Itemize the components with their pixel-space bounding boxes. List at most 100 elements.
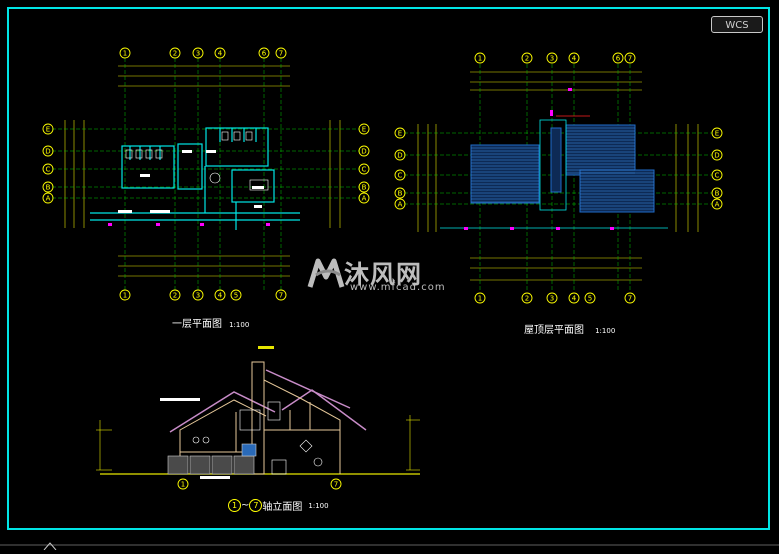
plan1-axis-right-bubble xyxy=(358,145,370,157)
plan2-grid-lines xyxy=(404,64,712,290)
plan2-axis-left-bubble xyxy=(394,169,406,181)
plan1-axis-bottom-label: 3 xyxy=(196,292,200,300)
plan2-axis-top-label: 4 xyxy=(572,55,577,63)
plan1-axis-left-label: C xyxy=(46,166,51,174)
plan2-axis-top-bubble xyxy=(568,52,580,64)
plan2-axis-bottom-label: 5 xyxy=(588,295,592,303)
plan1-axis-left-label: E xyxy=(46,126,50,134)
elevation-details xyxy=(192,401,323,475)
plan2-axis-top-label: 2 xyxy=(525,55,529,63)
plan1-axis-right-bubble xyxy=(358,123,370,135)
plan1-axis-left-label: A xyxy=(46,195,51,203)
plan1-axis-bottom-bubble xyxy=(169,289,181,301)
plan2-axis-bottom-bubble xyxy=(474,292,486,304)
plan2-roof-hatching xyxy=(471,127,654,210)
elevation-scale: 1:100 xyxy=(308,501,329,510)
plan1-axis-top-bubble xyxy=(192,47,204,59)
plan1-axis-top-label: 3 xyxy=(196,50,200,58)
plan1-axis-bottom-label: 2 xyxy=(173,292,177,300)
plan1-axis-bubbles-left: E D C BA xyxy=(42,123,54,204)
plan2-axis-top-label: 7 xyxy=(628,55,632,63)
ground-floor-plan-scale: 1:100 xyxy=(229,321,250,329)
plan2-axis-top-label: 3 xyxy=(550,55,554,63)
plan1-axis-bubbles-right: E D C BA xyxy=(358,123,370,204)
plan1-axis-left-bubble xyxy=(42,163,54,175)
plan2-axis-right-bubble xyxy=(711,149,723,161)
plan1-axis-top-bubble xyxy=(169,47,181,59)
plan1-axis-right-label: D xyxy=(361,148,366,156)
plan1-markers xyxy=(108,223,270,226)
plan2-axis-top-bubble xyxy=(521,52,533,64)
ground-floor-plan-title: 一层平面图 1:100 xyxy=(172,312,249,331)
plan1-axis-top-label: 6 xyxy=(262,50,267,58)
watermark-brand: 沐风网 xyxy=(344,260,423,289)
plan2-axis-left-label: B xyxy=(398,190,403,198)
plan2-axis-right-label: E xyxy=(715,130,719,138)
layout-frame xyxy=(7,7,770,530)
elevation-level-marks xyxy=(96,415,420,471)
plan2-axis-right-bubble xyxy=(711,187,723,199)
plan1-axis-bottom-bubble xyxy=(275,289,287,301)
plan2-axis-bottom-label: 4 xyxy=(572,295,577,303)
plan2-axis-bottom-bubble xyxy=(584,292,596,304)
plan2-axis-bottom-bubble xyxy=(624,292,636,304)
plan2-axis-bottom-label: 7 xyxy=(628,295,632,303)
wcs-viewcube-button[interactable]: WCS xyxy=(711,16,763,33)
plan2-axis-left-label: C xyxy=(398,172,403,180)
plan1-axis-left-bubble xyxy=(42,192,54,204)
plan1-axis-top-bubble xyxy=(119,47,131,59)
elevation-title-text: 轴立面图 xyxy=(262,502,303,513)
roof-plan-title: 屋顶层平面图 1:100 xyxy=(524,318,615,337)
plan2-axis-right-label: C xyxy=(715,172,720,180)
plan1-axis-right-bubble xyxy=(358,181,370,193)
plan1-axis-bottom-bubble xyxy=(214,289,226,301)
plan1-axis-bottom-label: 4 xyxy=(218,292,223,300)
plan2-axis-left-bubble xyxy=(394,149,406,161)
plan2-axis-top-label: 6 xyxy=(616,55,621,63)
site-watermark: 沐风网 www.mfcad.com xyxy=(306,255,481,295)
plan1-axis-top-label: 4 xyxy=(218,50,223,58)
plan2-axis-left-label: D xyxy=(397,152,402,160)
plan2-axis-bottom-bubble xyxy=(521,292,533,304)
plan1-axis-right-label: E xyxy=(362,126,366,134)
plan1-walls xyxy=(90,127,300,230)
plan1-dimensions xyxy=(64,65,341,277)
plan1-fixtures xyxy=(125,131,269,191)
watermark-url: www.mfcad.com xyxy=(350,282,446,293)
plan1-axis-top-bubble xyxy=(275,47,287,59)
plan2-axis-left-label: A xyxy=(398,201,403,209)
elevation-title-axis-end: 7 xyxy=(249,499,263,512)
plan2-axis-bottom-bubble xyxy=(546,292,558,304)
plan2-axis-right-label: A xyxy=(715,201,720,209)
elevation-axis-label: 1 xyxy=(181,481,185,489)
plan1-axis-left-bubble xyxy=(42,123,54,135)
plan2-roof-areas xyxy=(470,124,655,213)
plan1-axis-right-bubble xyxy=(358,192,370,204)
plan2-axis-top-bubble xyxy=(546,52,558,64)
plan2-markers xyxy=(464,88,614,230)
plan2-eaves xyxy=(440,119,668,229)
plan1-axis-left-label: D xyxy=(45,148,50,156)
plan1-axis-right-label: B xyxy=(362,184,367,192)
elevation-roofs xyxy=(169,369,367,433)
plan1-axis-top-bubble xyxy=(258,47,270,59)
plan2-axis-top-bubble xyxy=(624,52,636,64)
plan2-axis-left-bubble xyxy=(394,127,406,139)
plan1-axis-right-label: C xyxy=(362,166,367,174)
plan2-axis-top-bubble xyxy=(474,52,486,64)
plan1-axis-right-label: A xyxy=(362,195,367,203)
plan1-axis-left-label: B xyxy=(46,184,51,192)
plan2-axis-bottom-label: 2 xyxy=(525,295,529,303)
elevation-axis-label: 7 xyxy=(334,481,338,489)
plan1-axis-top-label: 7 xyxy=(279,50,283,58)
plan1-axis-bottom-label: 7 xyxy=(279,292,283,300)
